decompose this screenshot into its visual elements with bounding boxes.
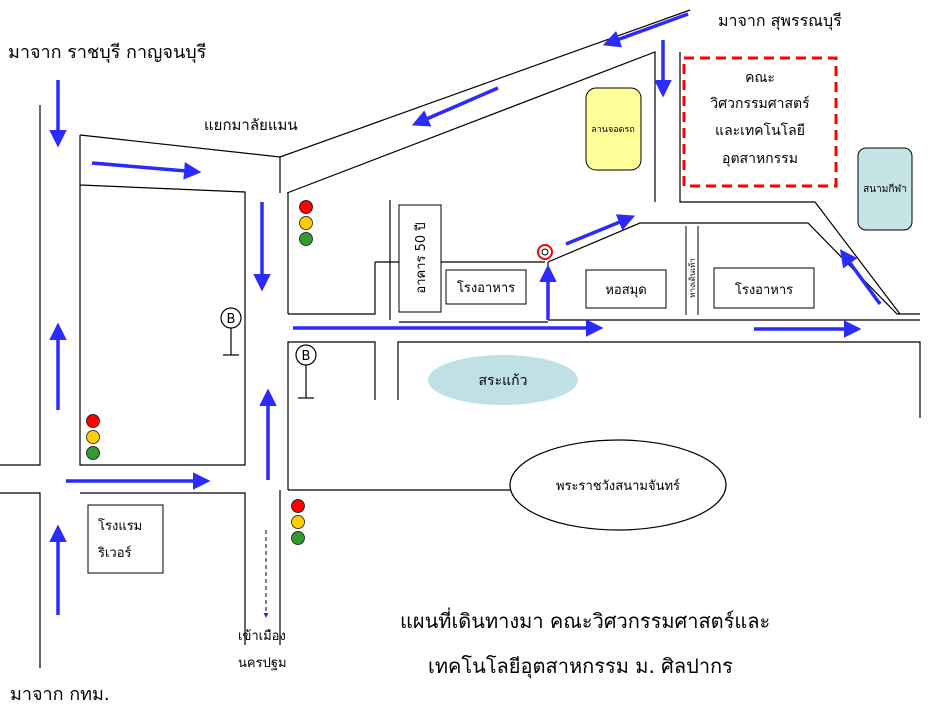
bus-stop-center: B <box>295 344 317 399</box>
faculty-line2: วิศวกรรมศาสตร์ <box>710 95 810 112</box>
canteen-2-label: โรงอาหาร <box>735 282 793 298</box>
parking-label: ลานจอดรถ <box>591 125 635 135</box>
arrow-left-top-road-2 <box>411 86 499 127</box>
origin-bangkok: มาจาก กทม. <box>10 684 110 705</box>
palace-label: พระราชวังสนามจันทร์ <box>556 478 680 494</box>
library <box>585 269 667 309</box>
bus-stop-left: B <box>220 307 242 356</box>
to-city-line2: นครปฐม <box>238 656 287 671</box>
svg-text:B: B <box>302 349 311 364</box>
faculty-box <box>682 56 838 188</box>
river-hotel <box>87 504 164 574</box>
stadium-label: สนามกีฬา <box>863 183 907 195</box>
intersection-label: แยกมาลัยแมน <box>204 116 298 134</box>
arrow-diag-stadium <box>839 249 882 306</box>
arrow-right-top <box>91 161 202 180</box>
road-network <box>0 9 921 668</box>
walkway-label: ทางเดินเท้า <box>688 258 697 298</box>
map-title-line2: เทคโนโลยีอุตสาหกรรม ม. ศิลปากร <box>428 654 733 679</box>
parking-lot <box>585 87 642 171</box>
map-title-line1: แผนที่เดินทางมา คณะวิศวกรรมศาสตร์และ <box>400 607 770 633</box>
library-label: หอสมุด <box>605 283 646 298</box>
building-50-years <box>398 204 442 313</box>
traffic-light-top <box>299 200 313 246</box>
origin-suphanburi: มาจาก สุพรรณบุรี <box>718 11 842 31</box>
pond-label: สระแก้ว <box>479 373 528 389</box>
faculty-line3: และเทคโนโลยี <box>715 122 805 139</box>
origin-ratchaburi: มาจาก ราชบุรี กาญจนบุรี <box>8 42 207 63</box>
pond <box>428 355 578 405</box>
no-entry-sign-icon <box>537 244 553 260</box>
faculty-line4: อุตสาหกรรม <box>722 151 798 167</box>
hotel-line1: โรงแรม <box>98 518 142 534</box>
faculty-line1: คณะ <box>745 70 775 86</box>
building-50-label: อาคาร 50 ปี <box>413 222 429 293</box>
canteen-1-label: โรงอาหาร <box>457 280 515 296</box>
stadium <box>857 147 913 231</box>
canteen-1 <box>445 269 527 305</box>
svg-text:B: B <box>227 312 236 327</box>
arrow-left-top-road-1 <box>602 12 689 48</box>
palace <box>509 439 727 531</box>
hotel-line2: ริเวอร์ <box>97 545 132 561</box>
traffic-light-bottom <box>291 499 305 545</box>
canteen-2 <box>713 267 815 309</box>
arrow-diag-to-faculty <box>565 214 636 246</box>
traffic-light-left <box>86 414 100 460</box>
to-city-line1: เข้าเมือง <box>238 628 286 644</box>
direction-arrows <box>49 12 882 615</box>
